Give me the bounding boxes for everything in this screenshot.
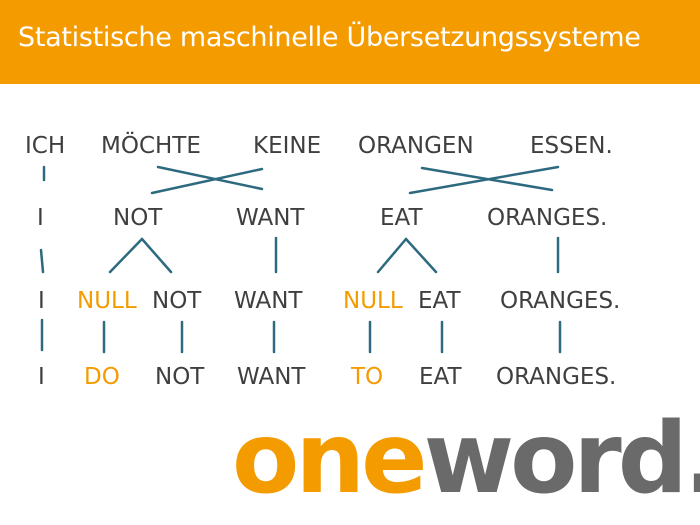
page-title: Statistische maschinelle Übersetzungssys… [18, 22, 641, 53]
word-null-2: NULL [343, 288, 403, 314]
alignment-link-essen-eat [408, 165, 560, 195]
word-not-3: NOT [155, 364, 205, 390]
word-oranges-3: ORANGES. [496, 364, 616, 390]
word-do: DO [84, 364, 120, 390]
word-ich: ICH [25, 133, 65, 159]
alignment-link-i-i-1 [39, 248, 45, 274]
word-orangen: ORANGEN [358, 133, 474, 159]
word-oranges-1: ORANGES. [487, 205, 607, 231]
fertility-link-eat-eat [404, 237, 438, 274]
word-i-2: I [38, 288, 45, 314]
word-want-2: WANT [234, 288, 303, 314]
alignment-link-moechte-want [150, 167, 264, 195]
word-not-2: NOT [152, 288, 202, 314]
word-eat-1: EAT [380, 205, 423, 231]
word-i-3: I [38, 364, 45, 390]
fertility-link-eat-null [376, 237, 408, 274]
word-keine: KEINE [253, 133, 321, 159]
logo-one-part: one [232, 402, 428, 516]
logo-word-part: word. [423, 402, 700, 516]
word-null-1: NULL [77, 288, 137, 314]
word-to: TO [350, 364, 383, 390]
word-want-1: WANT [236, 205, 305, 231]
oneword-logo: oneword. [232, 410, 700, 508]
word-essen: ESSEN. [530, 133, 613, 159]
word-moechte: MÖCHTE [101, 131, 201, 159]
header-bar: Statistische maschinelle Übersetzungssys… [0, 0, 700, 84]
word-eat-3: EAT [419, 364, 462, 390]
word-not-1: NOT [113, 205, 163, 231]
alignment-link-keine-not [156, 165, 264, 191]
word-i-1: I [37, 205, 44, 231]
word-want-3: WANT [237, 364, 306, 390]
fertility-link-not-not [140, 237, 173, 274]
fertility-link-not-null [108, 237, 144, 274]
word-oranges-2: ORANGES. [500, 288, 620, 314]
word-eat-2: EAT [418, 288, 461, 314]
